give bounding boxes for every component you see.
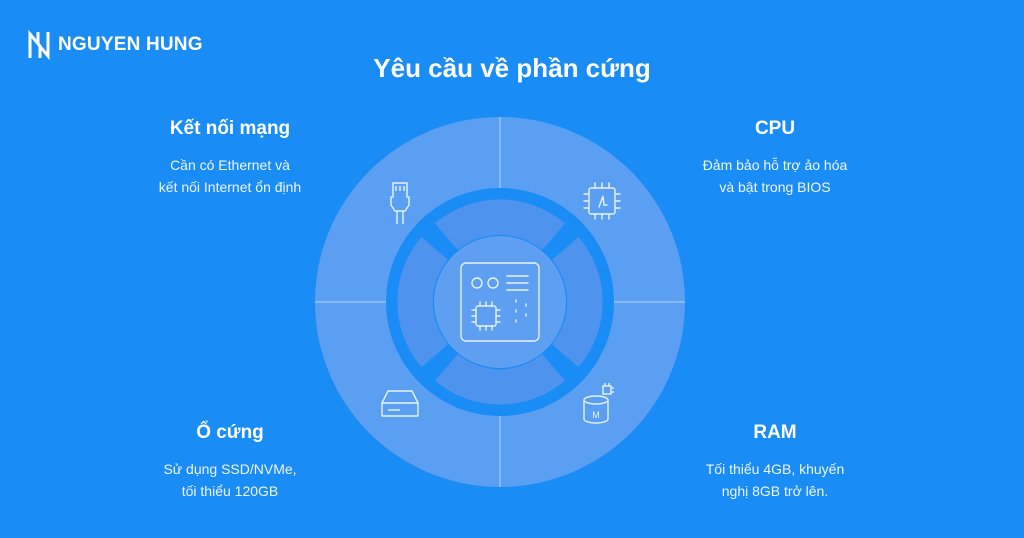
brand-name: NGUYEN HUNG	[58, 34, 203, 55]
brand-logo: NGUYEN HUNG	[28, 30, 203, 60]
cpu-chip-icon	[583, 182, 621, 220]
block-cpu: CPU Đảm bảo hỗ trợ ảo hóa và bật trong B…	[645, 118, 905, 198]
block-ram-title: RAM	[753, 422, 797, 443]
block-network-desc: Cần có Ethernet và kết nối Internet ổn đ…	[100, 154, 360, 198]
block-ram-desc-line-2: nghị 8GB trở lên.	[721, 483, 829, 499]
ethernet-plug-icon	[390, 182, 410, 224]
center-circle	[434, 236, 566, 368]
ram-icon-label: M	[592, 410, 600, 420]
block-disk-desc-line-1: Sử dụng SSD/NVMe,	[163, 461, 297, 477]
inner-segment-left	[397, 237, 448, 367]
inner-segment-top	[435, 199, 565, 250]
inner-segment-bottom	[435, 354, 565, 405]
motherboard-icon	[460, 262, 540, 342]
block-network-desc-line-2: kết nối Internet ổn định	[158, 179, 302, 195]
nh-monogram-icon	[28, 30, 50, 60]
block-disk: Ổ cứng Sử dụng SSD/NVMe, tối thiểu 120GB	[100, 422, 360, 502]
block-ram-desc-line-1: Tối thiểu 4GB, khuyến	[705, 461, 845, 477]
block-ram: RAM Tối thiểu 4GB, khuyến nghị 8GB trở l…	[645, 422, 905, 502]
block-disk-title: Ổ cứng	[196, 422, 264, 443]
block-disk-desc: Sử dụng SSD/NVMe, tối thiểu 120GB	[100, 458, 360, 502]
block-cpu-desc-line-1: Đảm bảo hỗ trợ ảo hóa	[702, 157, 848, 173]
inner-segment-right	[552, 237, 603, 367]
memory-database-icon	[583, 383, 614, 424]
block-ram-desc: Tối thiểu 4GB, khuyến nghị 8GB trở lên.	[645, 458, 905, 502]
block-cpu-title: CPU	[754, 118, 796, 139]
hard-drive-icon	[381, 390, 419, 417]
block-disk-desc-line-2: tối thiểu 120GB	[181, 483, 279, 499]
block-network: Kết nối mạng Cần có Ethernet và kết nối …	[100, 118, 360, 198]
block-cpu-desc: Đảm bảo hỗ trợ ảo hóa và bật trong BIOS	[645, 154, 905, 198]
block-network-title: Kết nối mạng	[169, 118, 291, 139]
block-cpu-desc-line-2: và bật trong BIOS	[719, 179, 831, 195]
block-network-desc-line-1: Cần có Ethernet và	[170, 157, 290, 173]
inner-segments	[397, 199, 603, 405]
page-title: Yêu cầu về phần cứng	[373, 53, 651, 83]
